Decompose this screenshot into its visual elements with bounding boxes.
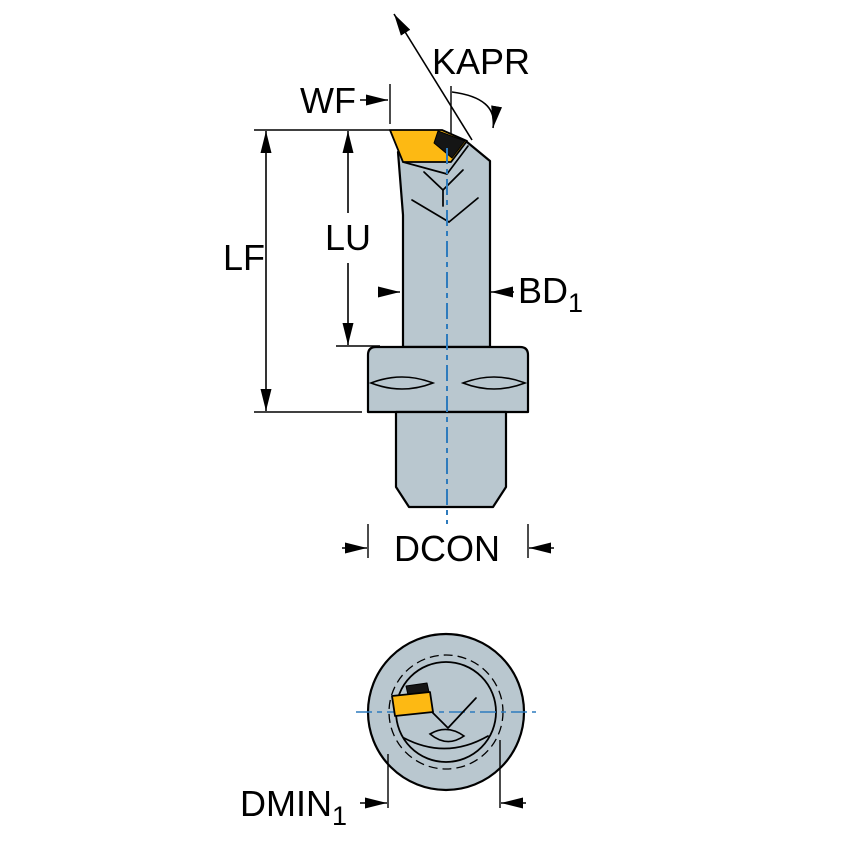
bottom-view xyxy=(356,632,536,792)
label-lu: LU xyxy=(325,217,371,258)
bottom-leaf-detail xyxy=(428,728,466,743)
label-bd1-subscript: 1 xyxy=(568,288,583,318)
label-dcon: DCON xyxy=(394,528,500,569)
dim-kapr-edge-extension xyxy=(393,13,473,141)
label-bd1: BD1 xyxy=(518,270,583,318)
dimensions-bottom xyxy=(360,740,526,809)
dim-kapr-arc xyxy=(451,91,503,129)
label-dmin1: DMIN1 xyxy=(240,783,347,831)
flange-slot-left xyxy=(368,376,436,390)
insert-bottom-view xyxy=(391,691,434,717)
label-wf: WF xyxy=(300,80,356,121)
head-chamfer-left-line xyxy=(411,199,450,223)
label-dmin1-subscript: 1 xyxy=(332,801,347,831)
flange-slot-right xyxy=(460,376,528,390)
label-kapr: KAPR xyxy=(432,41,530,82)
labels: KAPR WF LF LU BD1 DCON DMIN1 xyxy=(223,41,583,831)
head-chamfer-right-line xyxy=(448,197,479,223)
label-dmin1-main: DMIN xyxy=(240,783,332,824)
side-view xyxy=(366,129,530,524)
label-bd1-main: BD xyxy=(518,270,568,311)
coupling xyxy=(394,410,508,509)
dimensions-side xyxy=(254,13,554,558)
label-lf: LF xyxy=(223,237,265,278)
insert-tip-dark xyxy=(433,130,466,159)
bottom-inner-arc xyxy=(403,735,489,750)
